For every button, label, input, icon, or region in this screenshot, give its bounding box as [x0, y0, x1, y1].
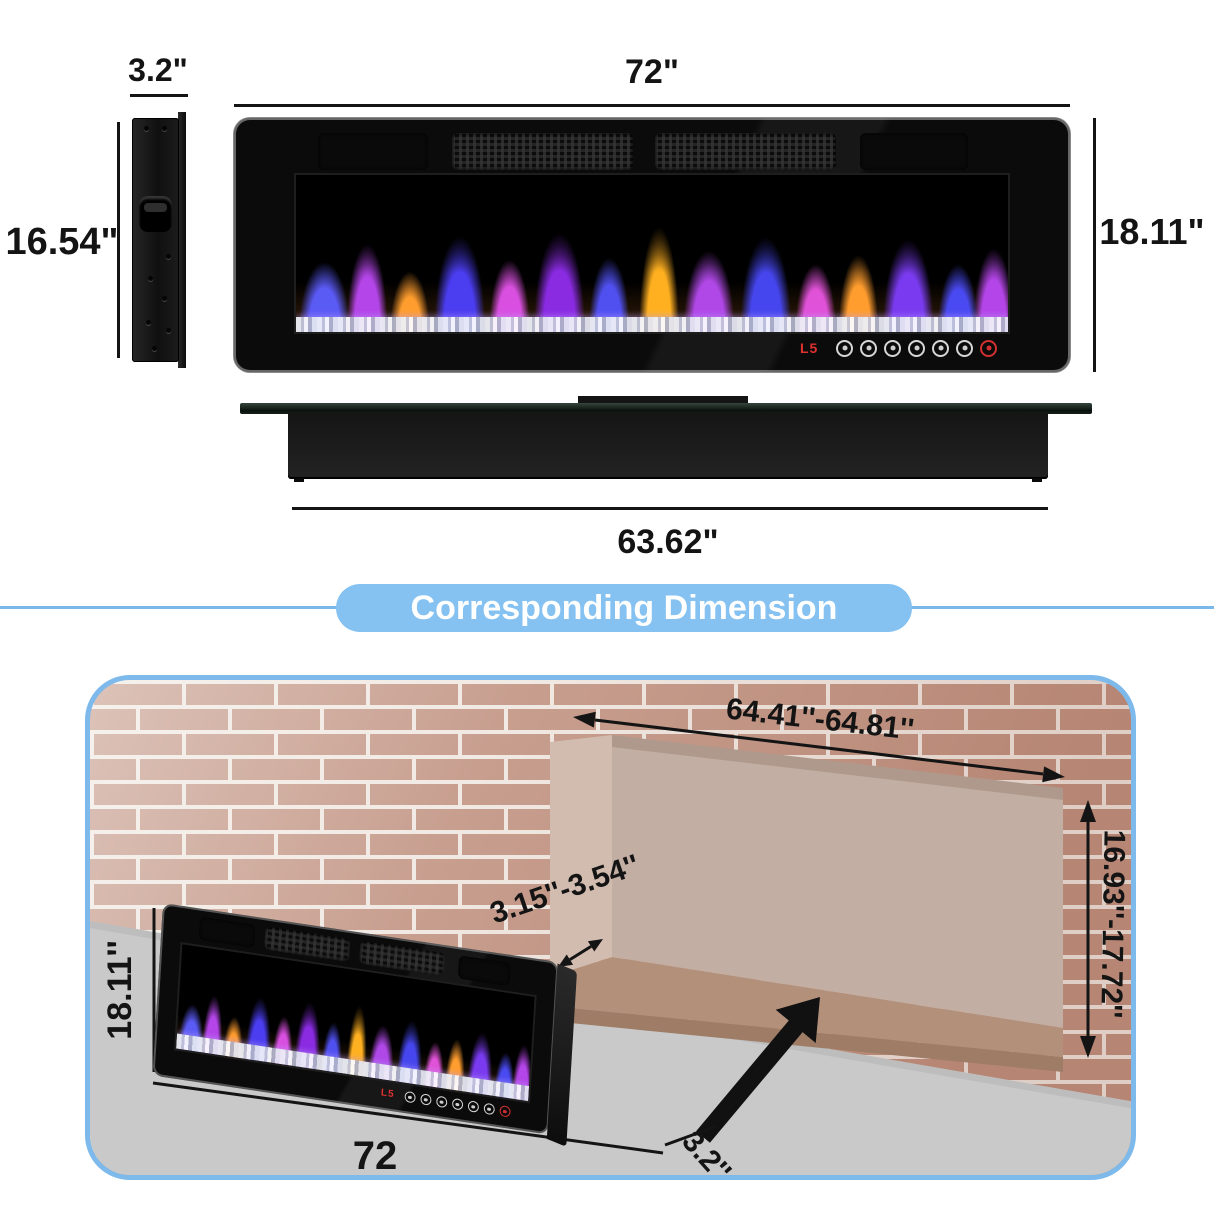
touch-control-panel: L5: [800, 339, 1004, 357]
niche-height-label: 16.93''-17.72'': [1094, 829, 1131, 1019]
back-panel-tab: [578, 396, 748, 405]
foot-tab: [294, 478, 304, 482]
niche-top-shadow: [612, 735, 1063, 800]
vent-grille: [263, 926, 351, 963]
arrowhead-icon: [1080, 1036, 1096, 1058]
arrowhead-icon: [573, 711, 596, 728]
vent-grille: [452, 133, 633, 170]
front-view-diagram: L5: [234, 118, 1070, 372]
back-width-dimension-line: [292, 507, 1048, 510]
screw-icon: [152, 346, 157, 351]
level-display: L5: [800, 340, 819, 356]
vent-grille: [457, 955, 511, 987]
front-height-label: 18.11": [1099, 211, 1205, 252]
power-button-icon[interactable]: [980, 339, 998, 357]
timer-button-icon[interactable]: [836, 339, 854, 357]
crystal-bed: [296, 317, 1008, 332]
flame-effect: [296, 175, 1008, 332]
back-width-label: 63.62": [617, 523, 719, 561]
temperature-button-icon[interactable]: [956, 339, 974, 357]
screw-icon: [166, 254, 171, 259]
handle-cutout: [139, 196, 172, 232]
niche-side-wall: [550, 735, 612, 977]
screw-icon: [148, 276, 153, 281]
banner-title: Corresponding Dimension: [410, 588, 838, 627]
installation-wall-panel: L5 64.41''-64.81'' 3.15''-3.54'' 16.93''…: [85, 675, 1136, 1180]
arrowhead-icon: [587, 939, 603, 952]
screw-icon: [162, 296, 167, 301]
screw-icon: [144, 126, 149, 131]
niche-back-wall: [612, 735, 1063, 1028]
side-height-dimension-line: [117, 122, 120, 358]
vent-grille: [358, 940, 446, 977]
vent-grille: [198, 916, 256, 948]
temperature-button-icon[interactable]: [483, 1102, 495, 1116]
screw-icon: [146, 320, 151, 325]
front-width-label: 72": [625, 53, 679, 91]
heat-low-button-icon[interactable]: [908, 339, 926, 357]
arrowhead-icon: [558, 954, 574, 967]
placed-width-label: 72: [352, 1134, 398, 1178]
side-view-diagram: [132, 112, 186, 368]
side-width-label: 3.2": [128, 52, 188, 88]
heat-high-button-icon[interactable]: [467, 1100, 479, 1113]
back-view-diagram: [288, 413, 1048, 482]
level-display: L5: [380, 1087, 395, 1101]
placed-width-dimension-line: [152, 1081, 664, 1155]
section-banner: Corresponding Dimension: [336, 584, 912, 632]
vent-grille: [860, 133, 968, 170]
arrowhead-icon: [1042, 766, 1065, 783]
vent-grille: [318, 133, 428, 170]
flame-color-button-icon[interactable]: [419, 1093, 432, 1106]
front-width-dimension-line: [234, 104, 1070, 107]
side-height-label: 16.54": [5, 221, 119, 263]
front-height-dimension-line: [1093, 118, 1096, 372]
screw-icon: [166, 328, 171, 333]
niche-sill-lip: [550, 1006, 1063, 1072]
flame-display: [296, 175, 1008, 332]
niche-depth-arrow: [569, 945, 592, 961]
power-button-icon[interactable]: [498, 1104, 511, 1118]
placed-depth-tick-line: [664, 1124, 718, 1147]
timer-button-icon[interactable]: [404, 1090, 416, 1104]
placement-arrow-icon: [696, 997, 820, 1143]
placed-height-label: 18.11'': [101, 940, 139, 1040]
side-body: [132, 118, 179, 362]
niche-width-arrow: [594, 718, 1044, 776]
heat-high-button-icon[interactable]: [932, 339, 950, 357]
flame-color-button-icon[interactable]: [860, 339, 878, 357]
heat-low-button-icon[interactable]: [451, 1097, 464, 1111]
side-mounting-flange: [178, 112, 186, 368]
flame-brightness-button-icon[interactable]: [884, 339, 902, 357]
flame-brightness-button-icon[interactable]: [435, 1095, 448, 1109]
arrowhead-icon: [1080, 800, 1096, 822]
vent-grille: [655, 133, 836, 170]
glass-top-edge: [240, 403, 1092, 414]
side-width-dimension-line: [130, 94, 188, 97]
screw-icon: [162, 126, 167, 131]
foot-tab: [1032, 478, 1042, 482]
